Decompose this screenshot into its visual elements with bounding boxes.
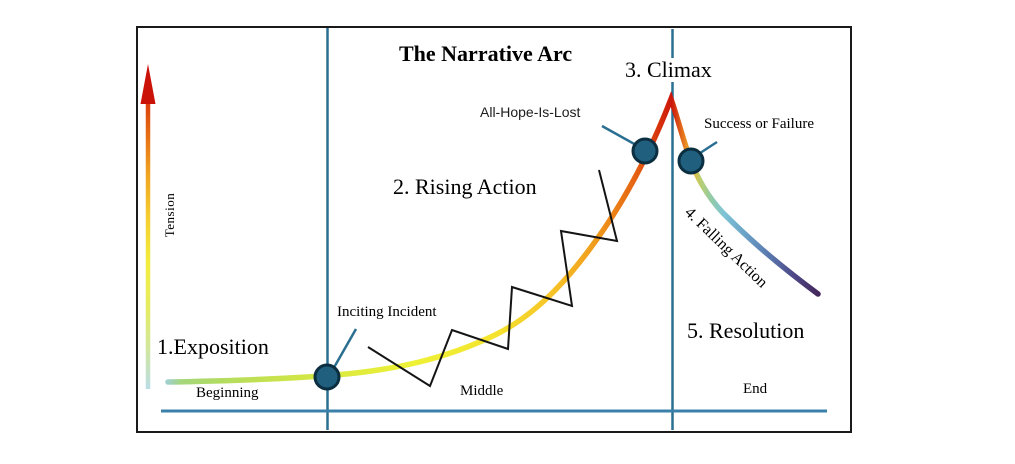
stage-label-climax: 3. Climax: [619, 57, 718, 83]
inciting-incident-leader-line: [330, 328, 358, 372]
plot-point-inciting-incident: [313, 363, 341, 391]
stage-label-exposition: 1.Exposition: [157, 334, 269, 359]
tension-axis-arrowhead-icon: [140, 64, 156, 104]
plot-point-all-hope-is-lost: [631, 137, 659, 165]
diagram-title: The Narrative Arc: [399, 41, 573, 66]
annotation-inciting-incident: Inciting Incident: [337, 304, 437, 320]
plot-point-success-or-failure: [677, 147, 705, 175]
x-section-label-end: End: [743, 381, 768, 397]
x-section-label-middle: Middle: [460, 383, 504, 399]
diagram-frame: [136, 26, 852, 433]
stage-label-rising-action: 2. Rising Action: [393, 174, 537, 199]
annotation-all-hope-is-lost: All-Hope-Is-Lost: [480, 104, 581, 120]
conflict-zigzag-line: [367, 169, 619, 388]
stage-label-resolution: 5. Resolution: [687, 318, 805, 343]
y-axis-label-tension: Tension: [161, 192, 177, 238]
x-section-label-beginning: Beginning: [196, 385, 259, 401]
annotation-success-or-failure: Success or Failure: [704, 116, 814, 132]
